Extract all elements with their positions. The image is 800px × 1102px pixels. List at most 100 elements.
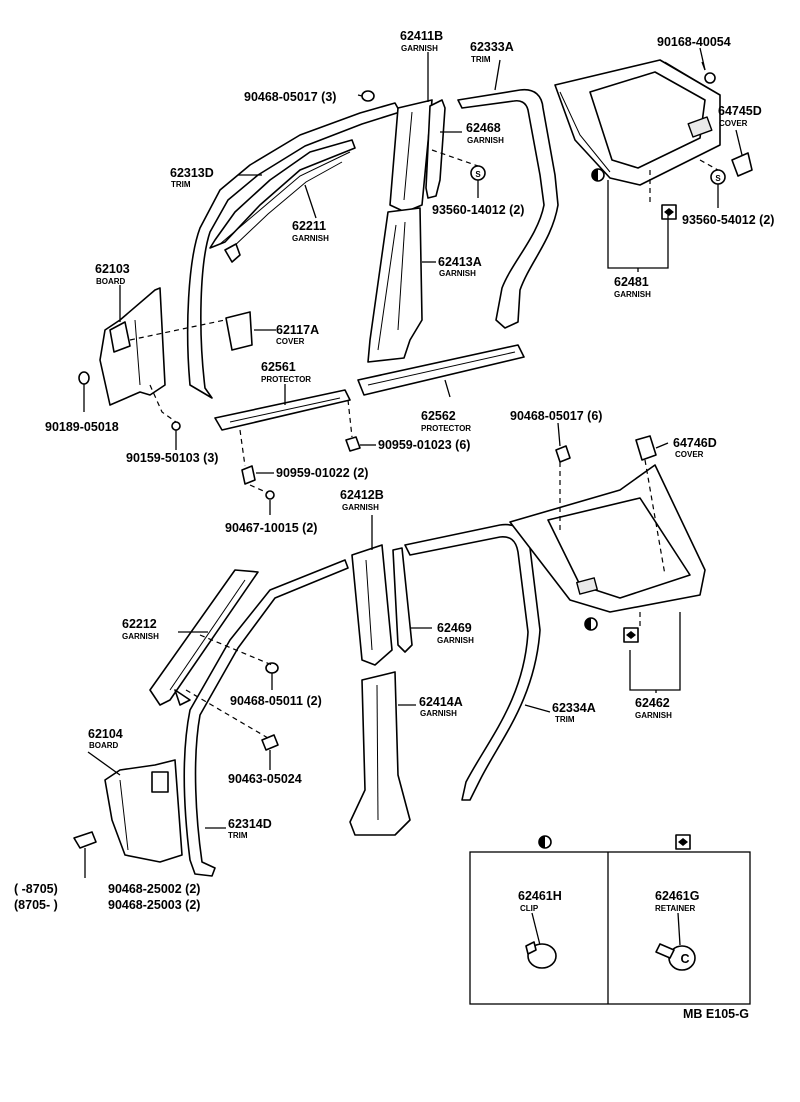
half-circle-icon-lower bbox=[584, 617, 598, 631]
label-64746d-desc: COVER bbox=[675, 450, 704, 459]
label-90467-number: 90467-10015 (2) bbox=[225, 521, 317, 535]
part-labels: 62411B GARNISH 62333A TRIM 90168-40054 9… bbox=[14, 29, 774, 912]
label-62333a-desc: TRIM bbox=[471, 55, 491, 64]
label-90959-01022-number: 90959-01022 (2) bbox=[276, 466, 368, 480]
retainer-c-mark: C bbox=[680, 952, 689, 966]
cover-64745d-shape bbox=[731, 152, 753, 177]
diagram-code: MB E105-G bbox=[683, 1007, 749, 1021]
label-62462-number: 62462 bbox=[635, 696, 670, 710]
detail-clip-desc: CLIP bbox=[520, 904, 539, 913]
label-62468-number: 62468 bbox=[466, 121, 501, 135]
label-62117a-desc: COVER bbox=[276, 337, 305, 346]
trim-62313d-shape bbox=[186, 102, 401, 399]
retainer-62461g-shape: C bbox=[655, 943, 696, 971]
label-93560-54012-number: 93560-54012 (2) bbox=[682, 213, 774, 227]
garnish-62462-shape bbox=[509, 464, 706, 613]
label-90159-number: 90159-50103 (3) bbox=[126, 451, 218, 465]
label-62561-desc: PROTECTOR bbox=[261, 375, 311, 384]
cover-64746d-shape bbox=[635, 435, 657, 461]
label-62314d-number: 62314D bbox=[228, 817, 272, 831]
label-90463-number: 90463-05024 bbox=[228, 772, 302, 786]
detail-retainer-number: 62461G bbox=[655, 889, 699, 903]
label-90468-05017-3-number: 90468-05017 (3) bbox=[244, 90, 336, 104]
footnote-row1-part: 90468-25002 (2) bbox=[108, 882, 200, 896]
clip-90959-01022-shape bbox=[241, 465, 256, 485]
label-90189-number: 90189-05018 bbox=[45, 420, 119, 434]
label-62103-number: 62103 bbox=[95, 262, 130, 276]
clip-90468-05017-3-shape bbox=[361, 90, 375, 102]
leader-lines bbox=[83, 47, 743, 878]
label-62561-number: 62561 bbox=[261, 360, 296, 374]
garnish-62468-shape bbox=[425, 99, 446, 199]
label-62334a-number: 62334A bbox=[552, 701, 596, 715]
clip-90189-shape bbox=[78, 371, 90, 385]
detail-clip-number: 62461H bbox=[518, 889, 562, 903]
garnish-62211-shape bbox=[209, 139, 356, 263]
label-62212-number: 62212 bbox=[122, 617, 157, 631]
s-screw-14012-icon: S bbox=[470, 165, 486, 181]
label-62313d-desc: TRIM bbox=[171, 180, 191, 189]
label-64746d-number: 64746D bbox=[673, 436, 717, 450]
clip-90468-05017-6-shape bbox=[555, 445, 571, 463]
trim-62333a-shape bbox=[457, 88, 559, 329]
label-62333a-number: 62333A bbox=[470, 40, 514, 54]
garnish-62413a-shape bbox=[367, 207, 423, 363]
label-90959-01023-number: 90959-01023 (6) bbox=[378, 438, 470, 452]
detail-box: 62461H CLIP 62461G RETAINER C MB E105-G bbox=[469, 834, 751, 1021]
label-62212-desc: GARNISH bbox=[122, 632, 159, 641]
label-90168-number: 90168-40054 bbox=[657, 35, 731, 49]
footnote-row2-range: (8705- ) bbox=[14, 898, 58, 912]
s-mark-2: S bbox=[715, 174, 721, 183]
trim-62314d-shape bbox=[183, 559, 349, 877]
clip-90959-01023-shape bbox=[345, 436, 361, 452]
label-62104-desc: BOARD bbox=[89, 741, 119, 750]
board-62104-shape bbox=[104, 759, 183, 863]
label-62211-desc: GARNISH bbox=[292, 234, 329, 243]
diamond-box-icon-lower bbox=[623, 627, 639, 643]
board-62103-shape bbox=[99, 287, 166, 406]
trim-62334a-shape bbox=[404, 523, 541, 801]
label-93560-14012-number: 93560-14012 (2) bbox=[432, 203, 524, 217]
label-64745d-desc: COVER bbox=[719, 119, 748, 128]
garnish-62411b-shape bbox=[389, 99, 433, 213]
protector-62561-shape bbox=[214, 389, 351, 431]
diamond-box-icon-upper bbox=[661, 204, 677, 220]
label-62413a-number: 62413A bbox=[438, 255, 482, 269]
label-62411b-desc: GARNISH bbox=[401, 44, 438, 53]
label-90468-05017-6-number: 90468-05017 (6) bbox=[510, 409, 602, 423]
label-64745d-number: 64745D bbox=[718, 104, 762, 118]
detail-retainer-desc: RETAINER bbox=[655, 904, 696, 913]
half-circle-icon-detail bbox=[538, 835, 552, 849]
protector-62562-shape bbox=[357, 344, 525, 396]
label-62104-number: 62104 bbox=[88, 727, 123, 741]
garnish-62469-shape bbox=[392, 547, 413, 653]
garnish-62414a-shape bbox=[349, 671, 411, 836]
cover-62117a-shape bbox=[225, 311, 253, 351]
s-screw-54012-icon: S bbox=[710, 169, 726, 185]
garnish-62212-shape bbox=[149, 569, 259, 706]
label-62469-desc: GARNISH bbox=[437, 636, 474, 645]
diamond-box-icon-detail bbox=[675, 834, 691, 850]
label-62103-desc: BOARD bbox=[96, 277, 126, 286]
label-62562-number: 62562 bbox=[421, 409, 456, 423]
label-62468-desc: GARNISH bbox=[467, 136, 504, 145]
label-90468-05011-number: 90468-05011 (2) bbox=[230, 694, 322, 708]
footnote-row1-range: ( -8705) bbox=[14, 882, 58, 896]
label-62412b-number: 62412B bbox=[340, 488, 384, 502]
clip-90463-shape bbox=[261, 734, 279, 751]
label-62414a-desc: GARNISH bbox=[420, 709, 457, 718]
footnote-row2-part: 90468-25003 (2) bbox=[108, 898, 200, 912]
label-62414a-number: 62414A bbox=[419, 695, 463, 709]
label-62313d-number: 62313D bbox=[170, 166, 214, 180]
garnish-62412b-shape bbox=[351, 544, 393, 666]
screw-90468-25002-shape bbox=[73, 831, 97, 849]
screw-90159-shape bbox=[171, 421, 181, 431]
label-62314d-desc: TRIM bbox=[228, 831, 248, 840]
half-circle-icon-upper bbox=[591, 168, 605, 182]
s-mark-1: S bbox=[475, 170, 481, 179]
label-62481-number: 62481 bbox=[614, 275, 649, 289]
label-62334a-desc: TRIM bbox=[555, 715, 575, 724]
label-62117a-number: 62117A bbox=[276, 323, 319, 337]
label-62211-number: 62211 bbox=[292, 219, 326, 233]
